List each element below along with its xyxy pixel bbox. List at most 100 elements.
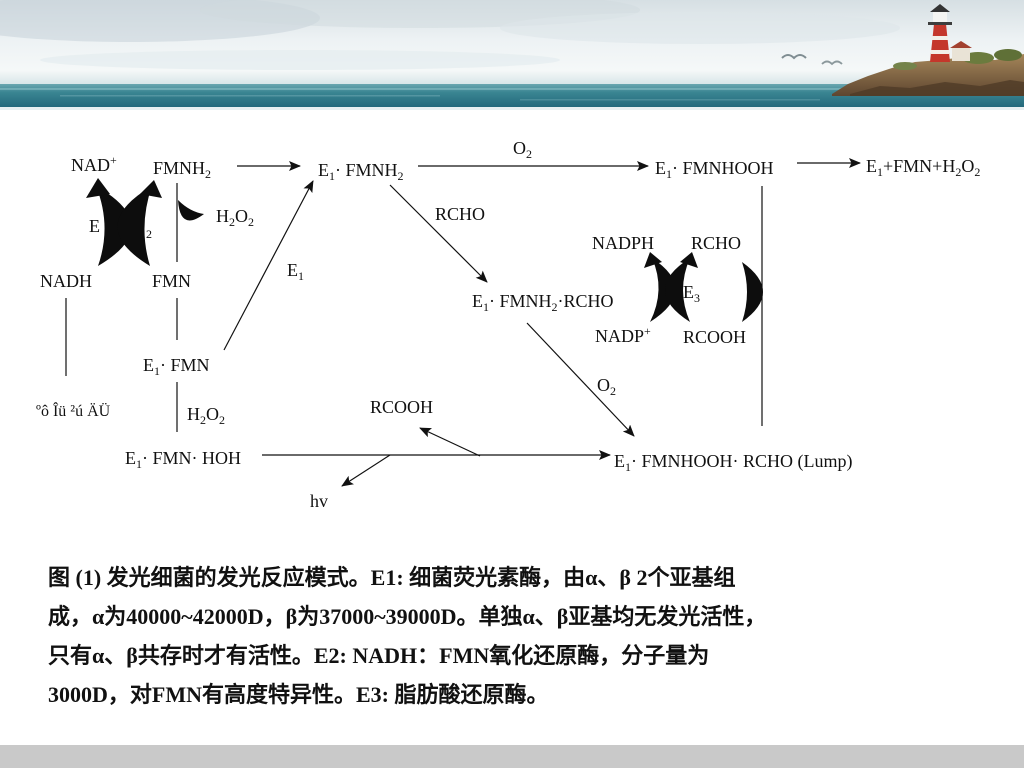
subscript: 2 bbox=[397, 169, 404, 183]
subscript: 2 bbox=[219, 413, 225, 427]
rcooh-recycle-arrow-icon bbox=[742, 262, 763, 322]
reagent-h2o2-lower: H2O2 bbox=[187, 404, 225, 427]
subscript: 1 bbox=[483, 300, 489, 314]
reagent-o2-lower: O2 bbox=[597, 375, 616, 398]
label-text: O bbox=[597, 375, 610, 395]
node-e1-fmnh2: E1· FMNH2 bbox=[318, 160, 404, 183]
subscript: 2 bbox=[205, 167, 212, 181]
node-lump: E1· FMNHOOH· RCHO (Lump) bbox=[614, 451, 853, 474]
subscript: 1 bbox=[298, 269, 304, 283]
label-text: FMNH bbox=[153, 158, 206, 178]
subscript: 1 bbox=[329, 169, 335, 183]
subscript: 2 bbox=[146, 227, 152, 241]
enzyme-e3: E3 bbox=[683, 282, 700, 305]
subscript: 2 bbox=[551, 300, 558, 314]
reagent-rcho-branch: RCHO bbox=[435, 204, 485, 224]
cofactor-nadh: NADH bbox=[40, 271, 92, 291]
product-rcooh-branch: RCOOH bbox=[370, 397, 433, 417]
reagent-h2o2-upper: H2O2 bbox=[216, 206, 254, 229]
label-text: · FMN bbox=[160, 355, 210, 375]
substrate-rcho-e3: RCHO bbox=[691, 233, 741, 253]
label-text: E bbox=[472, 291, 483, 311]
figure-caption: 图 (1) 发光细菌的发光反应模式。E1: 细菌荧光素酶，由α、β 2个亚基组 … bbox=[48, 558, 1008, 714]
label-text: NAD bbox=[71, 155, 110, 175]
label-text: H bbox=[216, 206, 229, 226]
label-text: E bbox=[143, 355, 154, 375]
label-text: hv bbox=[310, 491, 328, 511]
label-text: O bbox=[235, 206, 248, 226]
label-text: · FMN· HOH bbox=[142, 448, 241, 468]
subscript: 2 bbox=[974, 165, 981, 179]
label-text: H bbox=[187, 404, 200, 424]
node-products: E1+FMN+H2O2 bbox=[866, 156, 981, 179]
cofactor-nad-plus: NAD+ bbox=[71, 153, 117, 175]
seascape-lighthouse-illustration bbox=[0, 0, 1024, 110]
subscript: 1 bbox=[877, 165, 883, 179]
subscript: 2 bbox=[955, 165, 962, 179]
footer-bar bbox=[0, 745, 1024, 768]
label-text: E bbox=[318, 160, 329, 180]
label-text: E bbox=[287, 260, 298, 280]
label-text: RCHO bbox=[435, 204, 486, 224]
label-text: O bbox=[961, 156, 975, 176]
header-banner bbox=[0, 0, 1024, 110]
subscript: 1 bbox=[136, 457, 142, 471]
island-illustration bbox=[832, 49, 1024, 96]
label-text: E bbox=[89, 216, 100, 236]
cofactor-fmnh2: FMNH2 bbox=[153, 158, 212, 181]
arrow-e1-fmnh2-to-e1-fmnh2-rcho bbox=[389, 184, 488, 283]
caption-line: 图 (1) 发光细菌的发光反应模式。E1: 细菌荧光素酶，由α、β 2个亚基组 bbox=[48, 565, 736, 590]
subscript: 2 bbox=[248, 215, 254, 229]
label-text: FMN bbox=[152, 271, 192, 291]
arrow-to-hv bbox=[341, 454, 391, 487]
lighthouse-illustration bbox=[928, 4, 972, 62]
label-text: RCOOH bbox=[683, 327, 747, 347]
label-text: RCHO bbox=[691, 233, 742, 253]
subscript: 3 bbox=[694, 291, 700, 305]
label-text: NADP bbox=[595, 326, 645, 346]
node-e1-fmnh2-rcho: E1· FMNH2·RCHO bbox=[472, 291, 614, 314]
label-text: E bbox=[614, 451, 625, 471]
label-text: · FMNHOOH bbox=[672, 158, 774, 178]
subscript: 2 bbox=[200, 413, 206, 427]
subscript: 2 bbox=[526, 147, 532, 161]
label-text: NADPH bbox=[592, 233, 655, 253]
node-e1-fmn-hoh: E1· FMN· HOH bbox=[125, 448, 241, 471]
superscript: + bbox=[110, 153, 117, 167]
caption-line: 成，α为40000~42000D，β为37000~39000D。单独α、β亚基均… bbox=[48, 604, 767, 629]
sky bbox=[0, 0, 1024, 88]
label-text: · FMNH bbox=[489, 291, 552, 311]
label-text: RCOOH bbox=[370, 397, 434, 417]
arrow-to-rcooh bbox=[419, 427, 481, 457]
cofactor-nadp-plus: NADP+ bbox=[595, 325, 651, 346]
subscript: 1 bbox=[666, 167, 672, 181]
label-text: NADH bbox=[40, 271, 92, 291]
label-text: O bbox=[513, 138, 526, 158]
node-e1-fmn: E1· FMN bbox=[143, 355, 210, 378]
reagent-o2-top: O2 bbox=[513, 138, 532, 161]
luminescence-reaction-diagram: NAD+ FMNH2 E1· FMNH2 O2 E1· FMNHOOH E1+F… bbox=[36, 138, 981, 511]
caption-line: 3000D，对FMN有高度特异性。E3: 脂肪酸还原酶。 bbox=[48, 682, 549, 707]
garbled-label: ºô Îü ²ú ÄÜ bbox=[36, 403, 111, 420]
label-text: · FMNH bbox=[335, 160, 398, 180]
subscript: 1 bbox=[154, 364, 160, 378]
seagull-icon bbox=[781, 54, 843, 66]
node-e1-fmnhooh: E1· FMNHOOH bbox=[655, 158, 774, 181]
label-text: · FMNHOOH· RCHO (Lump) bbox=[631, 451, 853, 471]
label-text: +FMN+H bbox=[883, 156, 956, 176]
h2o2-release-arrow-icon bbox=[178, 200, 204, 221]
label-text: E bbox=[655, 158, 666, 178]
label-text: E bbox=[683, 282, 694, 302]
label-text: E bbox=[866, 156, 877, 176]
cofactor-fmn: FMN bbox=[152, 271, 191, 291]
label-text: O bbox=[206, 404, 219, 424]
enzyme-e1: E1 bbox=[287, 260, 304, 283]
subscript: 2 bbox=[610, 384, 616, 398]
label-text: E bbox=[125, 448, 136, 468]
product-rcooh-e3: RCOOH bbox=[683, 327, 746, 347]
subscript: 1 bbox=[625, 460, 631, 474]
enzyme-e2-subscript: 2 bbox=[146, 218, 152, 241]
emission-hv: hv bbox=[310, 491, 328, 511]
label-text: ·RCHO bbox=[557, 291, 614, 311]
